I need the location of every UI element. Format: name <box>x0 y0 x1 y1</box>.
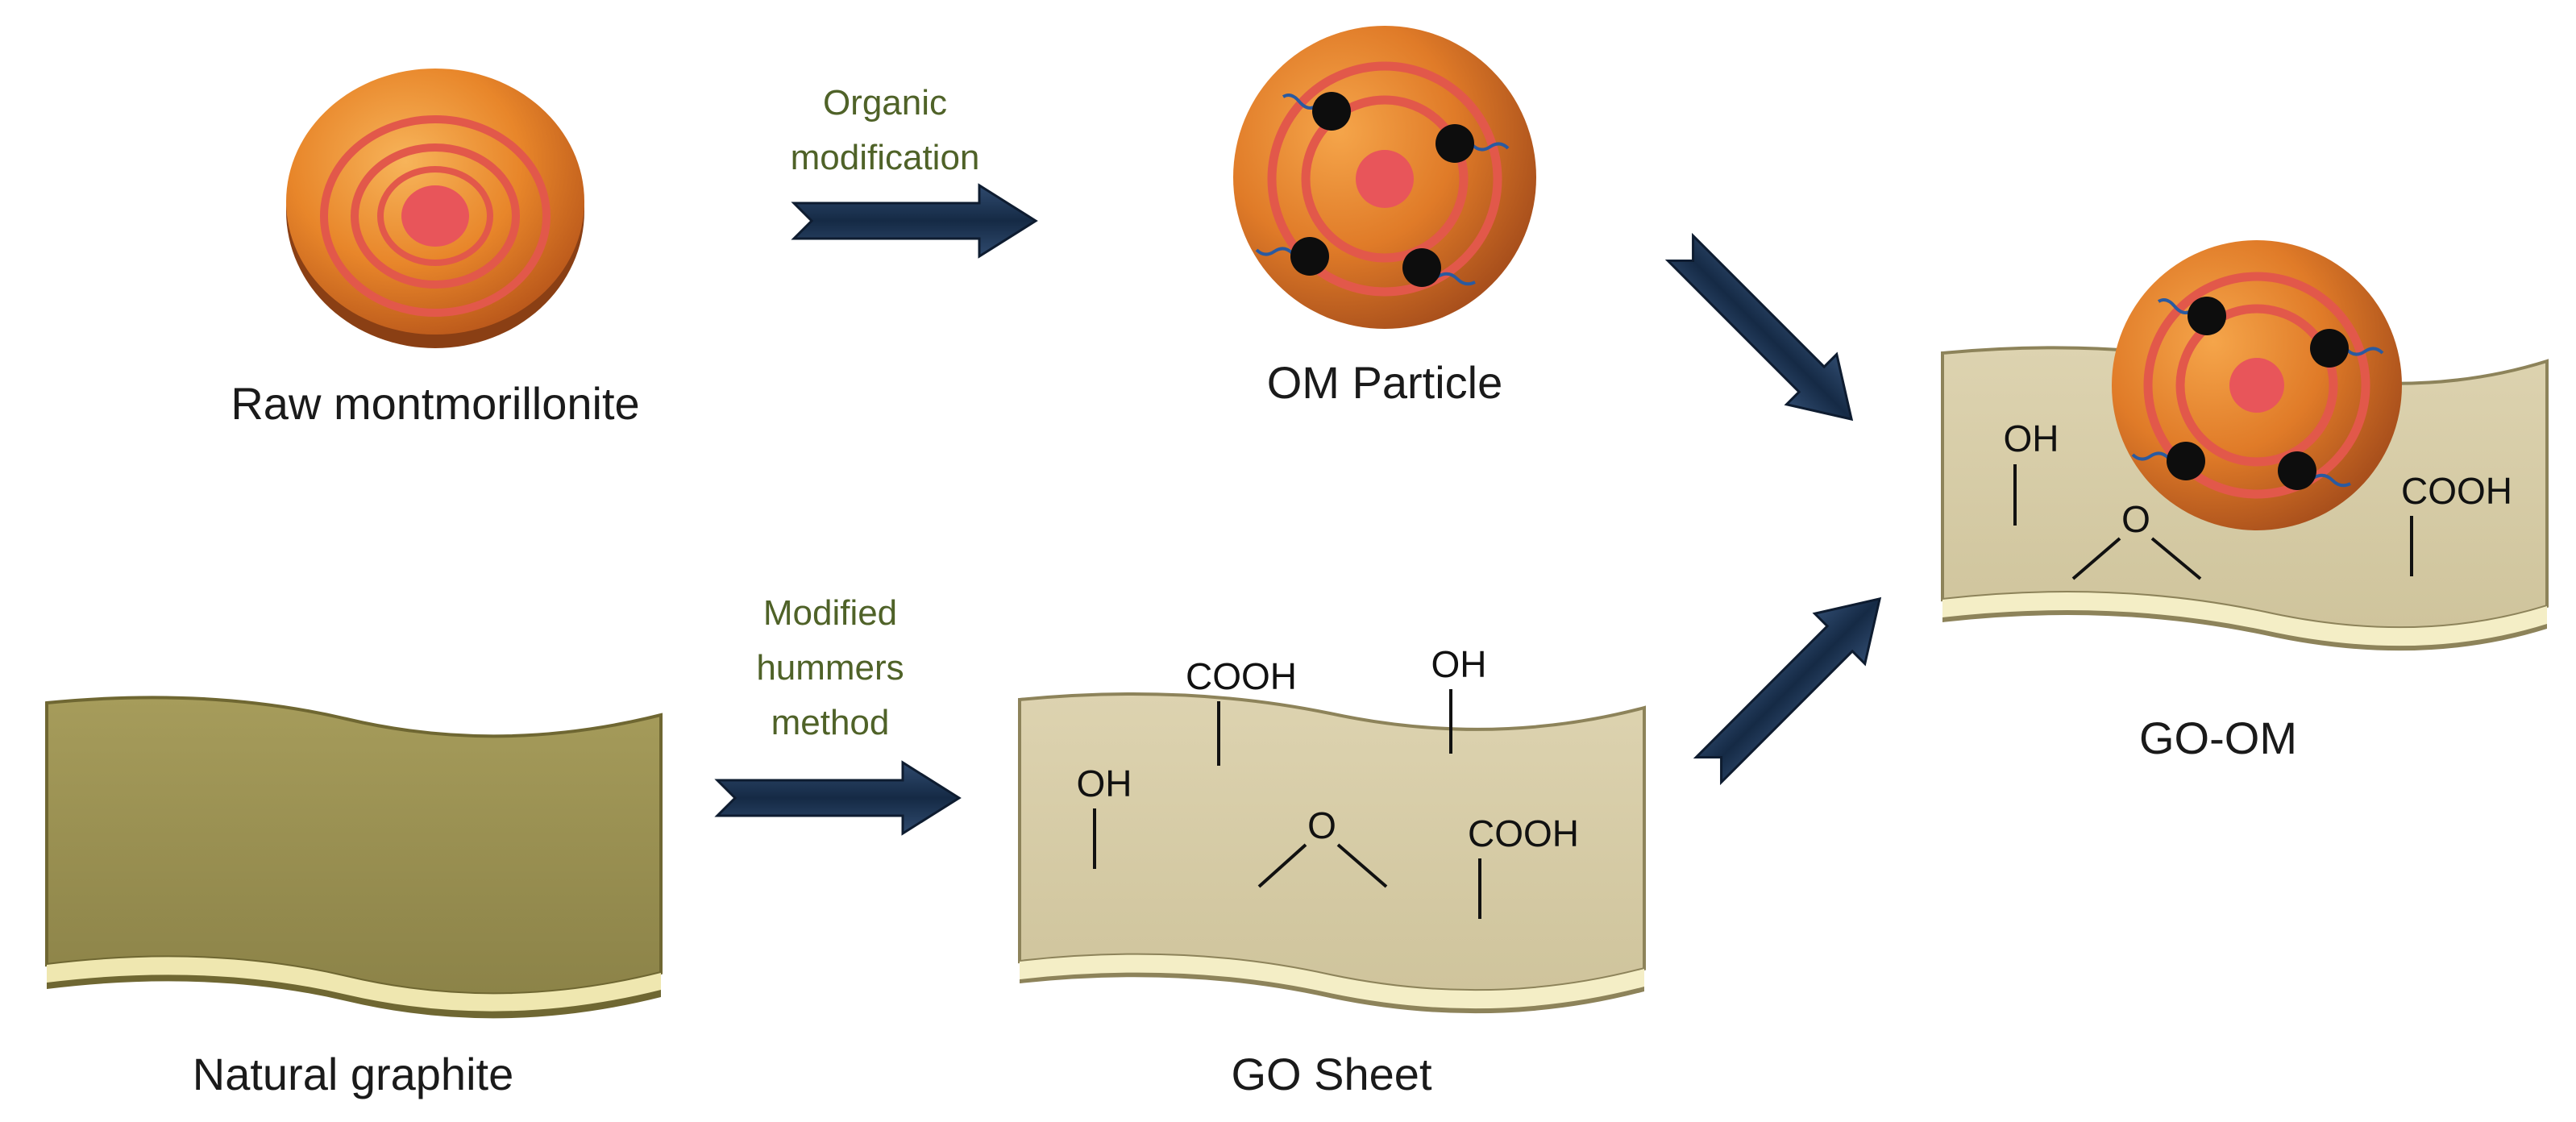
go-sheet-label: GO Sheet <box>1231 1049 1431 1099</box>
go-oh-left: OH <box>1077 763 1132 804</box>
gom-epoxy-o: O <box>2121 498 2150 540</box>
go-sheet <box>1018 692 1646 1014</box>
go-oh-top: OH <box>1431 643 1487 685</box>
go-sheet-groups: COOH OH OH O COOH <box>1077 643 1579 919</box>
organic-modification-line1: Organic <box>823 83 947 123</box>
modifier-dots <box>1290 92 1474 287</box>
raw-montmorillonite-disc <box>286 69 584 348</box>
arrow-go-to-go-om <box>1682 572 1906 796</box>
modified-hummers-line3: method <box>771 703 890 742</box>
modifier-dots-gom <box>2167 297 2349 490</box>
natural-graphite-label: Natural graphite <box>193 1049 513 1099</box>
go-cooh-right: COOH <box>1468 812 1579 854</box>
go-cooh-top: COOH <box>1186 655 1297 697</box>
organic-modification-line2: modification <box>791 138 980 177</box>
om-particle <box>1233 26 1536 329</box>
go-om-label: GO-OM <box>2139 713 2297 763</box>
om-particle-label: OM Particle <box>1267 357 1503 408</box>
modified-hummers-line2: hummers <box>756 648 904 688</box>
modified-hummers-line1: Modified <box>763 593 897 633</box>
arrow-om-to-go-om <box>1654 222 1878 446</box>
go-om-groups: OH O COOH <box>2004 418 2512 580</box>
arrow-organic-modification <box>792 184 1037 258</box>
go-om-particle <box>2112 240 2402 530</box>
arrow-modified-hummers <box>716 761 961 835</box>
raw-montmorillonite-label: Raw montmorillonite <box>231 378 639 429</box>
gom-cooh-right: COOH <box>2401 470 2512 512</box>
go-epoxy-o: O <box>1307 804 1336 846</box>
gom-oh-left: OH <box>2004 418 2059 459</box>
natural-graphite-sheet <box>45 696 663 1019</box>
